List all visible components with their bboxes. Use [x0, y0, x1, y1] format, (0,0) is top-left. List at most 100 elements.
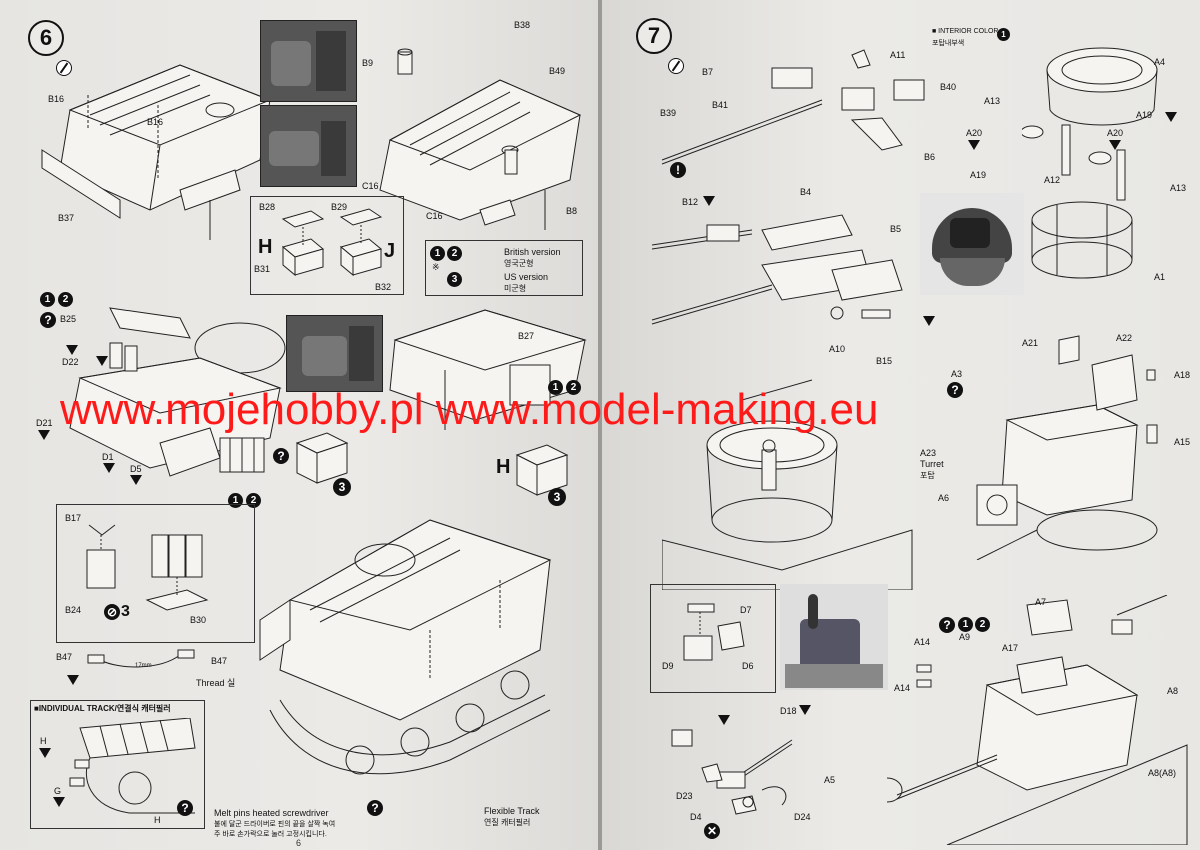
no-glue-icon: ✕ — [704, 823, 720, 839]
part-label-b29: B29 — [331, 202, 348, 212]
question-mark-icon: ? — [947, 382, 963, 398]
part-label-a20-2: A20 — [1107, 128, 1124, 138]
paint-triangle-icon — [799, 705, 811, 715]
version-badge-1: 1 — [40, 292, 55, 307]
part-label-c16: C16 — [362, 181, 379, 191]
part-label-d9: D9 — [662, 661, 674, 671]
periscope-drawing — [683, 603, 745, 661]
page-number: 6 — [296, 838, 302, 848]
turret-shell-drawing — [976, 335, 1158, 560]
version-badge-2: 2 — [58, 292, 73, 307]
part-label-b47-2: B47 — [211, 656, 228, 666]
question-mark-icon: ? — [367, 800, 383, 816]
jerrycan-drawing — [86, 524, 209, 611]
version-badge-3: 3 — [447, 272, 462, 287]
tank-hull-main-drawing — [259, 519, 552, 775]
interior-color-ko: 포탑내부색 — [932, 40, 965, 47]
part-label-a11: A11 — [890, 50, 906, 60]
part-label-b38: B38 — [514, 20, 531, 30]
part-label-d24: D24 — [794, 812, 811, 822]
hull-plate-drawing — [41, 64, 272, 240]
paint-triangle-icon — [39, 748, 51, 758]
part-label-a13-2: A13 — [1170, 183, 1187, 193]
part-label-b12: B12 — [682, 197, 699, 207]
track-part-h-bottom: H — [154, 815, 161, 825]
paint-triangle-icon — [923, 316, 935, 326]
part-label-a22: A22 — [1116, 333, 1133, 343]
legend-us-ko: 미군형 — [504, 284, 527, 293]
version-3-mark: 3 — [121, 603, 130, 620]
cement-icon — [668, 58, 684, 74]
part-label-b16: B16 — [48, 94, 65, 104]
hull-side-drawing — [389, 309, 587, 430]
box-detail-drawing — [281, 208, 383, 277]
question-mark-icon: ? — [177, 800, 193, 816]
box-drawing — [295, 432, 349, 484]
box-drawing-h — [515, 444, 569, 496]
part-label-b7: B7 — [702, 67, 714, 77]
paint-color-badge: 1 — [997, 28, 1010, 41]
warning-icon: ! — [670, 162, 686, 178]
legend-british-ko: 영국군형 — [504, 259, 534, 268]
part-label-a21: A21 — [1022, 338, 1039, 348]
paint-triangle-icon — [103, 463, 115, 473]
part-label-d18: D18 — [780, 706, 797, 716]
individual-track-panel — [30, 700, 205, 829]
part-label-b39: B39 — [660, 108, 677, 118]
track-part-h: H — [40, 736, 47, 746]
step-number-6: 6 — [28, 20, 64, 56]
version-badge-3: 3 — [548, 488, 566, 506]
version-badge-3: 3 — [333, 478, 351, 496]
part-label-b40: B40 — [940, 82, 957, 92]
machine-gun-drawing — [661, 49, 925, 165]
hull-assembly-drawing — [379, 48, 582, 230]
part-label-b31: B31 — [254, 264, 271, 274]
version-legend — [425, 240, 583, 296]
legend-british-en: British version — [504, 247, 561, 257]
periscope-detail-panel — [650, 584, 776, 693]
question-mark-icon: ? — [40, 312, 56, 328]
paint-triangle-icon — [1109, 140, 1121, 150]
turret-label-en: Turret — [920, 459, 944, 469]
watermark-overlay: www.mojehobby.pl www.model-making.eu — [60, 385, 879, 434]
individual-track-title: ■INDIVIDUAL TRACK/연결식 캐터필러 — [34, 704, 171, 713]
version-badge-2: 2 — [447, 246, 462, 261]
turret-final-drawing — [887, 595, 1188, 845]
book-gutter — [598, 0, 602, 850]
interior-color-label: ■ INTERIOR COLOR : — [932, 28, 1003, 35]
part-label-a19: A19 — [1136, 110, 1153, 120]
legend-mark: ※ — [432, 262, 440, 272]
part-label-a14-2: A14 — [894, 683, 911, 693]
part-label-a5: A5 — [824, 775, 836, 785]
part-label-b25: B25 — [60, 314, 77, 324]
variant-letter-h2: H — [496, 456, 511, 478]
part-label-b16-2: B16 — [147, 117, 164, 127]
thread-label: Thread 실 — [196, 678, 236, 688]
track-part-g: G — [54, 786, 62, 796]
paint-triangle-icon — [53, 797, 65, 807]
box-detail-panel — [250, 196, 404, 295]
turret-on-hull-drawing — [662, 379, 913, 590]
part-label-a13: A13 — [984, 96, 1001, 106]
part-label-a3: A3 — [951, 369, 963, 379]
part-label-b9: B9 — [362, 58, 374, 68]
question-mark-icon: ? — [273, 448, 289, 464]
paint-triangle-icon — [130, 475, 142, 485]
part-label-a1: A1 — [1154, 272, 1166, 282]
part-label-a15: A15 — [1174, 437, 1191, 447]
part-label-b47: B47 — [56, 652, 73, 662]
part-label-a18: A18 — [1174, 370, 1191, 380]
paint-triangle-icon — [67, 675, 79, 685]
paint-triangle-icon — [38, 430, 50, 440]
part-label-b30: B30 — [190, 615, 207, 625]
turret-ring-drawing — [1022, 47, 1158, 279]
part-label-b32: B32 — [375, 282, 392, 292]
variant-letter-j: J — [384, 240, 396, 262]
part-label-b8: B8 — [566, 206, 578, 216]
melt-pins-ko-1: 불에 달군 드라이버로 핀의 끝을 살짝 녹여 — [214, 821, 336, 828]
paint-triangle-icon — [1165, 112, 1177, 122]
flexible-track-en: Flexible Track — [484, 806, 540, 816]
part-label-a14: A14 — [914, 637, 931, 647]
part-label-a7: A7 — [1035, 597, 1047, 607]
individual-track-drawing — [69, 718, 196, 814]
